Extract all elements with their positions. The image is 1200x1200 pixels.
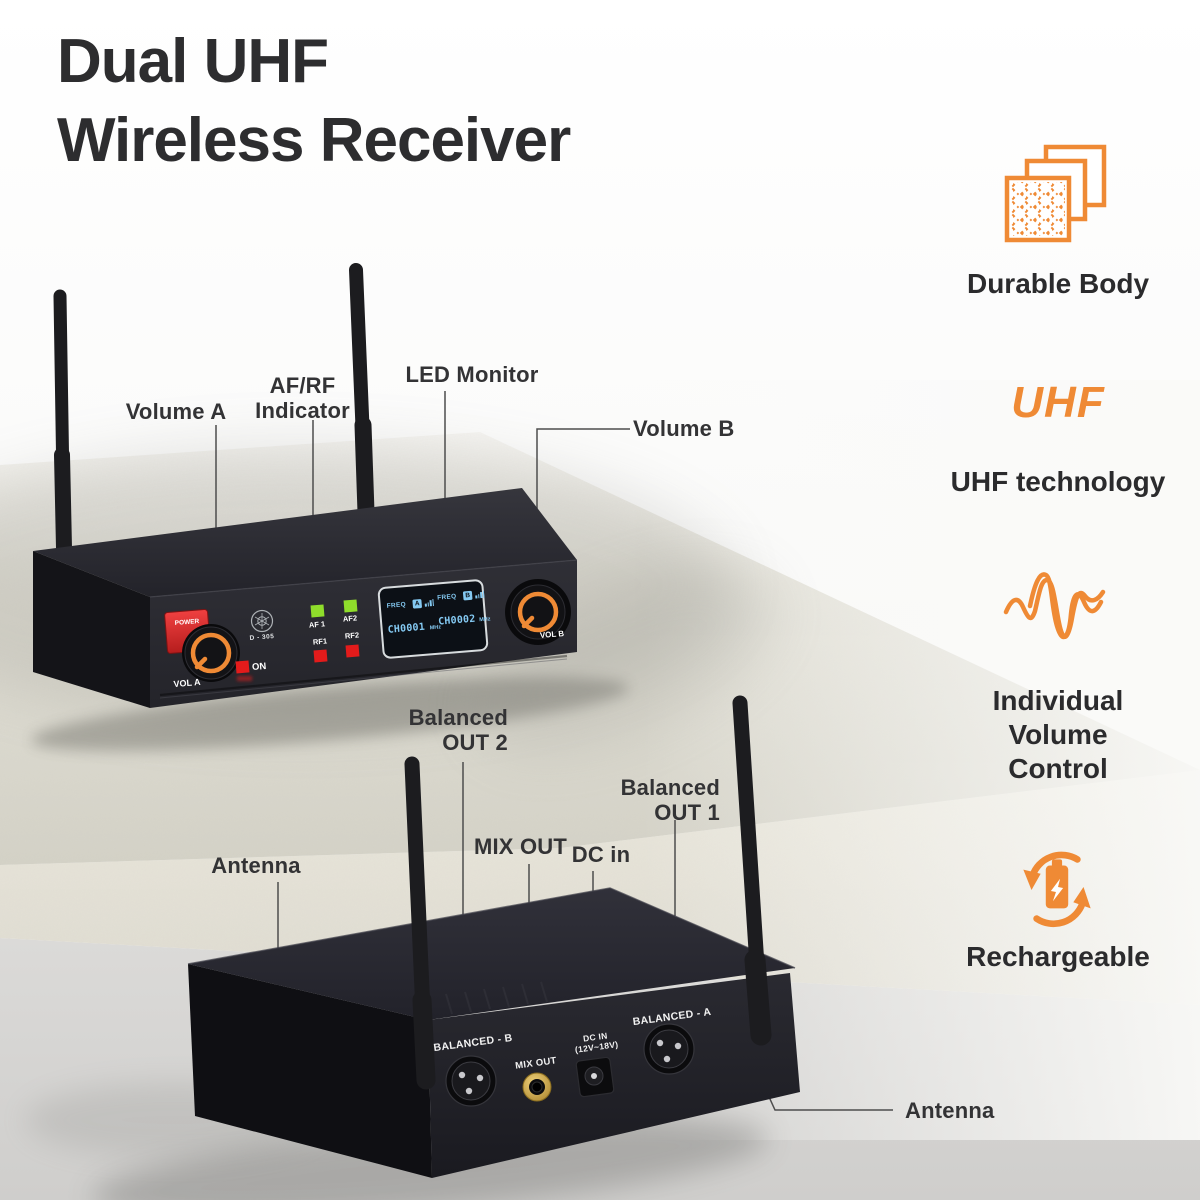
sound-wave-icon [1000, 560, 1112, 665]
title-line-1: Dual UHF [57, 27, 329, 96]
freq-label-b: FREQ [437, 593, 457, 602]
on-led [235, 660, 250, 674]
antenna-base [354, 416, 375, 521]
front-receiver-cast-shadow [476, 568, 774, 752]
uhf-wordmark: UHF [1011, 378, 1105, 427]
callout-mix-out: MIX OUT [473, 834, 568, 859]
callout-antenna-right: Antenna [905, 1098, 995, 1123]
front-receiver-left-face [33, 551, 150, 708]
on-led-reflection [237, 676, 252, 681]
lcd-display-content: FREQ A FREQ B CH0001 MHz CH0002 MHz [378, 580, 491, 658]
channel-a-frequency: CH0001 [387, 621, 426, 636]
back-receiver-back-panel [428, 973, 800, 1178]
signal-strength-icon-b [475, 590, 485, 599]
callout-dc-in: DC in [571, 842, 631, 867]
durable-body-icon [1000, 142, 1112, 261]
channel-b-badge: B [462, 590, 473, 601]
on-label: ON [251, 660, 267, 674]
top-face-ridges [445, 981, 548, 1015]
front-receiver-antennas [53, 263, 375, 556]
callout-volume-b: Volume B [633, 416, 735, 441]
led-monitor-display [377, 579, 489, 659]
ivc-line-1: Individual [992, 685, 1124, 716]
feature-label-individual-volume-control: Individual Volume Control [930, 684, 1186, 786]
balanced-a-xlr-connector [643, 1023, 695, 1075]
volume-a-knob [182, 624, 240, 682]
dc-in-jack [575, 1056, 615, 1098]
antenna-base [412, 990, 436, 1090]
ivc-line-2: Volume [1008, 719, 1108, 750]
rf2-led [345, 644, 360, 658]
freq-label-a: FREQ [386, 601, 407, 610]
af2-led [343, 599, 358, 613]
channel-b-unit: MHz [479, 616, 491, 624]
callout-antenna-left: Antenna [211, 853, 301, 878]
brand-logo-icon [250, 609, 274, 633]
antenna-base [54, 447, 72, 556]
antenna-base [744, 949, 772, 1046]
feature-label-uhf-technology: UHF technology [950, 466, 1166, 497]
channel-b-frequency: CH0002 [437, 613, 476, 628]
callout-afrf-indicator: AF/RF Indicator [255, 373, 350, 423]
callout-balanced-out1: Balanced OUT 1 [620, 775, 720, 825]
signal-strength-icon-a [424, 598, 435, 607]
rechargeable-battery-icon [1006, 838, 1108, 945]
front-receiver-top-face [33, 488, 577, 597]
af1-led [310, 604, 325, 618]
back-receiver [187, 695, 800, 1178]
back-receiver-antennas [404, 695, 772, 1090]
balanced-b-xlr-connector [445, 1055, 497, 1107]
mix-out-jack [522, 1072, 552, 1102]
channel-a-badge: A [412, 598, 423, 609]
feature-label-durable-body: Durable Body [966, 268, 1150, 299]
feature-label-rechargeable: Rechargeable [966, 941, 1150, 972]
callout-volume-a: Volume A [125, 399, 227, 424]
back-receiver-top-face [188, 888, 795, 1020]
back-receiver-left-face [188, 964, 432, 1178]
volume-b-knob [505, 579, 571, 645]
callout-led-monitor: LED Monitor [405, 362, 539, 387]
ivc-line-3: Control [1008, 753, 1108, 784]
rf1-led [313, 649, 328, 663]
page-title: Dual UHF Wireless Receiver [57, 22, 571, 180]
callout-balanced-out2: Balanced OUT 2 [408, 705, 508, 755]
title-line-2: Wireless Receiver [57, 106, 571, 175]
